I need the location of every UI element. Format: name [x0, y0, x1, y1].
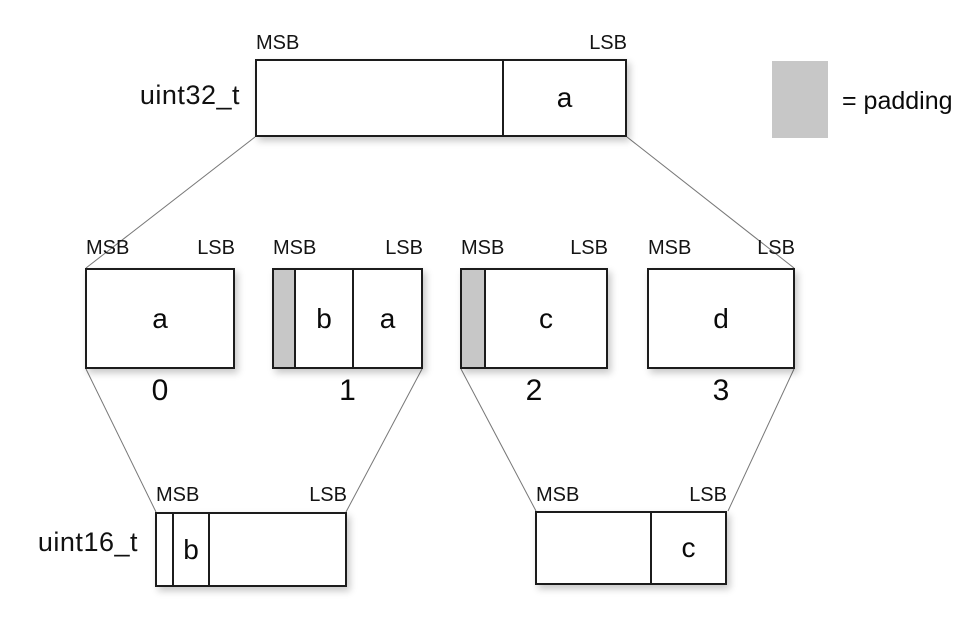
lsb-label: LSB — [570, 237, 608, 259]
padding-swatch — [772, 61, 828, 138]
padding-legend-label: = padding — [842, 87, 953, 115]
msb-label: MSB — [156, 484, 200, 506]
field-label-a: a — [152, 302, 168, 334]
uint32-field-a-section: a — [502, 61, 625, 135]
byte2-padding-section — [462, 270, 484, 367]
msb-label: MSB — [536, 484, 580, 506]
uint32-type-label: uint32_t — [139, 80, 240, 110]
lsb-label: LSB — [197, 237, 235, 259]
byte-index-3: 3 — [712, 374, 730, 407]
byte1-padding-section — [274, 270, 294, 367]
msb-label: MSB — [648, 237, 692, 259]
uint16-type-label: uint16_t — [37, 527, 138, 557]
uint16-right-field-c-section: c — [650, 513, 725, 583]
msb-label: MSB — [461, 237, 505, 259]
uint16-right-unused-section — [537, 513, 650, 583]
field-label-b: b — [316, 302, 332, 334]
msb-label: MSB — [273, 237, 317, 259]
lsb-label: LSB — [757, 237, 795, 259]
lsb-label: LSB — [385, 237, 423, 259]
byte0-field-a-section: a — [87, 270, 233, 367]
field-label-b: b — [183, 533, 199, 565]
byte-index-2: 2 — [525, 374, 543, 407]
byte-box-2: c — [460, 268, 608, 369]
uint16-left-unused-section — [208, 514, 345, 585]
lsb-label: LSB — [589, 32, 627, 54]
field-label-a: a — [379, 302, 396, 334]
msb-label: MSB — [256, 32, 300, 54]
lsb-label: LSB — [309, 484, 347, 506]
field-label-d: d — [713, 302, 729, 334]
byte-index-1: 1 — [339, 374, 356, 407]
uint16-left-field-b-section: b — [172, 514, 208, 585]
uint16-left-box: b — [155, 512, 347, 587]
byte-box-1: b a — [272, 268, 423, 369]
byte-box-0: a — [85, 268, 235, 369]
uint32-unused-section — [257, 61, 502, 135]
byte-index-0: 0 — [151, 374, 169, 407]
field-label-c: c — [539, 302, 553, 334]
lsb-label: LSB — [689, 484, 727, 506]
byte-box-3: d — [647, 268, 795, 369]
byte1-field-b-section: b — [294, 270, 352, 367]
uint32-box: a — [255, 59, 627, 137]
field-label-a: a — [556, 82, 573, 113]
byte3-field-d-section: d — [649, 270, 793, 367]
uint16-right-box: c — [535, 511, 727, 585]
field-label-c: c — [681, 532, 696, 563]
msb-label: MSB — [86, 237, 130, 259]
byte2-field-c-section: c — [484, 270, 606, 367]
uint16-left-narrow-section — [157, 514, 172, 585]
byte1-field-a-section: a — [352, 270, 421, 367]
